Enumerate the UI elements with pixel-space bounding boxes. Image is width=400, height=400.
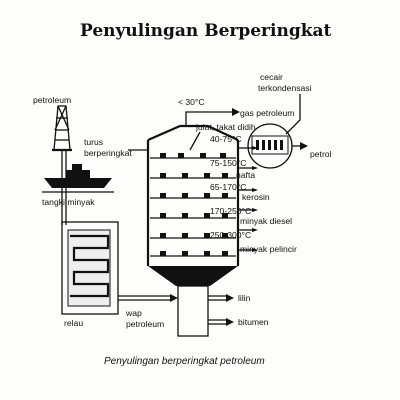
- fraction-temp: 170-250°C: [210, 206, 251, 216]
- feed-pipe: [61, 150, 67, 225]
- wap-label: wap: [125, 308, 142, 318]
- residue-product: lilin: [238, 293, 251, 303]
- residue-product: bitumen: [238, 317, 269, 327]
- condenser: [247, 123, 308, 169]
- fractionating-column: [146, 124, 240, 337]
- fraction-outlets: [238, 146, 258, 252]
- wap-petroleum-label: petroleum: [126, 319, 164, 329]
- cecair-label: cecair: [260, 72, 283, 82]
- vapour-pipe: [118, 294, 178, 302]
- residue-outlets: [208, 294, 234, 326]
- fraction-product: kerosin: [242, 192, 270, 202]
- top-outlet-pipe: [185, 108, 240, 126]
- fraction-product: gas petroleum: [240, 108, 294, 118]
- fraction-temp: 250-300°C: [210, 230, 251, 240]
- ship-icon: [42, 164, 114, 193]
- fraction-temp: 75-150°C: [210, 158, 246, 168]
- fraction-temp: 65-170°C: [210, 182, 246, 192]
- below-30-label: < 30°C: [178, 97, 205, 107]
- petrol-label: petrol: [310, 149, 332, 159]
- diagram-title: Penyulingan Berperingkat: [80, 21, 331, 41]
- diagram-caption: Penyulingan berperingkat petroleum: [104, 356, 265, 367]
- oil-derrick-icon: [52, 105, 72, 152]
- fraction-temp: 40-75°C: [210, 134, 242, 144]
- julat-pointer: [189, 131, 201, 151]
- terkondensasi-label: terkondensasi: [258, 83, 312, 93]
- turus-label: turus: [84, 137, 103, 147]
- petroleum-source-label: petroleum: [33, 95, 71, 105]
- condensate-pointer: [285, 94, 301, 135]
- fraction-product: nafta: [236, 170, 255, 180]
- berperingkat-label: berperingkat: [84, 148, 132, 158]
- tangki-minyak-label: tangki minyak: [42, 197, 95, 207]
- fraction-product: minyak diesel: [240, 216, 292, 226]
- column-trays: [150, 153, 236, 257]
- julat-label: julat, takat didih: [195, 122, 256, 132]
- fraction-product: minyak pelincir: [240, 244, 297, 254]
- furnace: [61, 221, 119, 315]
- relau-label: relau: [64, 318, 83, 328]
